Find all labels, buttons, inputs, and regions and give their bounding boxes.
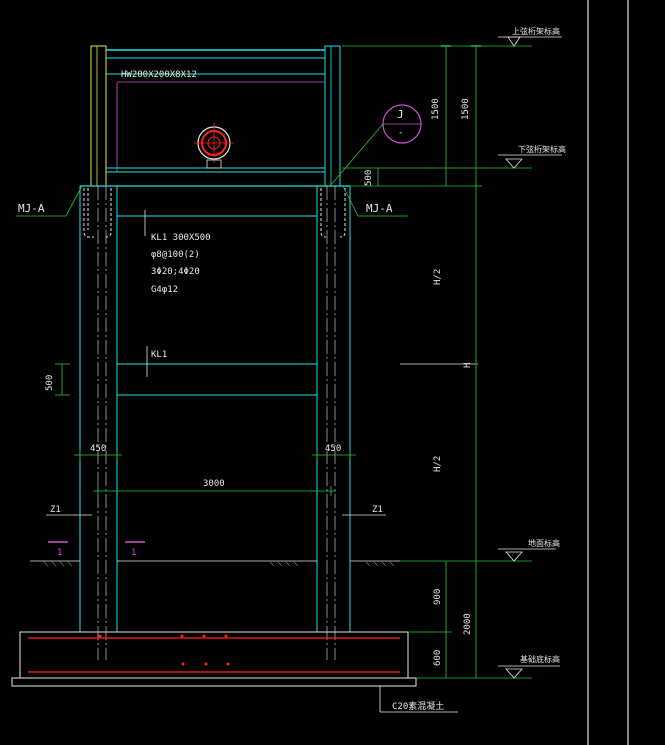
elevation-ground-label: 地面标高 bbox=[528, 538, 560, 548]
elevation-lower-truss-label: 下弦桁架标高 bbox=[518, 144, 566, 154]
mj-a-right-label: MJ-A bbox=[366, 202, 393, 215]
section-left-label: 1 bbox=[57, 548, 62, 558]
section-right-label: 1 bbox=[131, 548, 136, 558]
dim-col-right-text: 450 bbox=[325, 444, 341, 454]
dim-chain-right bbox=[342, 45, 532, 679]
svg-text:KL1 300X500: KL1 300X500 bbox=[151, 233, 211, 243]
mj-a-right-leader bbox=[342, 185, 408, 217]
concrete-label: C20素混凝土 bbox=[392, 700, 444, 712]
detail-symbol-bottom: - bbox=[398, 128, 403, 138]
dim-col-right bbox=[312, 450, 356, 460]
kl1-mid-label: KL1 bbox=[151, 350, 167, 360]
z1-left-label: Z1 bbox=[50, 505, 61, 515]
column-left bbox=[79, 186, 118, 660]
svg-text:G4φ12: G4φ12 bbox=[151, 285, 178, 295]
dim-span bbox=[93, 486, 336, 496]
dim-half-h-bottom: H/2 bbox=[433, 456, 443, 472]
pipe-section bbox=[194, 123, 234, 169]
dim-col-left bbox=[74, 450, 122, 460]
dim-beam-depth bbox=[55, 363, 70, 396]
dim-below-ground: 900 bbox=[433, 589, 443, 605]
elevation-marker-lower bbox=[498, 154, 562, 169]
elevation-marker-top bbox=[498, 36, 562, 47]
mj-a-left-label: MJ-A bbox=[18, 202, 45, 215]
ground-line bbox=[30, 560, 400, 567]
column-right bbox=[316, 186, 351, 660]
beam-label: HW200X200X8X12 bbox=[121, 70, 197, 80]
dim-span-text: 3000 bbox=[203, 479, 225, 489]
dim-col-left-text: 450 bbox=[90, 444, 106, 454]
kl1-section-text: KL1 300X500 φ8@100(2) 3Φ20;4Φ20 G4φ12 bbox=[151, 233, 211, 295]
svg-text:φ8@100(2): φ8@100(2) bbox=[151, 250, 200, 260]
detail-symbol-top: J bbox=[397, 108, 404, 121]
elevation-foundation-label: 基础底标高 bbox=[520, 654, 560, 664]
elevation-marker-ground bbox=[498, 548, 556, 562]
upper-steel-frame bbox=[80, 45, 350, 187]
dim-h-total: H bbox=[463, 363, 473, 368]
dim-half-h-top: H/2 bbox=[433, 269, 443, 285]
dim-upper-frame-inner: 1500 bbox=[431, 98, 441, 120]
detail-symbol bbox=[329, 104, 422, 187]
dim-upper-frame-outer: 1500 bbox=[461, 98, 471, 120]
dim-beam-depth-text: 500 bbox=[45, 375, 55, 391]
concrete-leader bbox=[379, 686, 458, 713]
elevation-marker-foundation bbox=[498, 665, 560, 679]
svg-text:3Φ20;4Φ20: 3Φ20;4Φ20 bbox=[151, 267, 200, 277]
z1-right-label: Z1 bbox=[372, 505, 383, 515]
dim-foundation: 600 bbox=[433, 650, 443, 666]
foundation bbox=[11, 631, 417, 687]
elevation-upper-truss-label: 上弦桁架标高 bbox=[512, 26, 560, 36]
mj-a-left-leader bbox=[16, 185, 83, 217]
dim-footing-total: 2000 bbox=[463, 613, 473, 635]
dim-top-gap: 500 bbox=[364, 170, 374, 186]
